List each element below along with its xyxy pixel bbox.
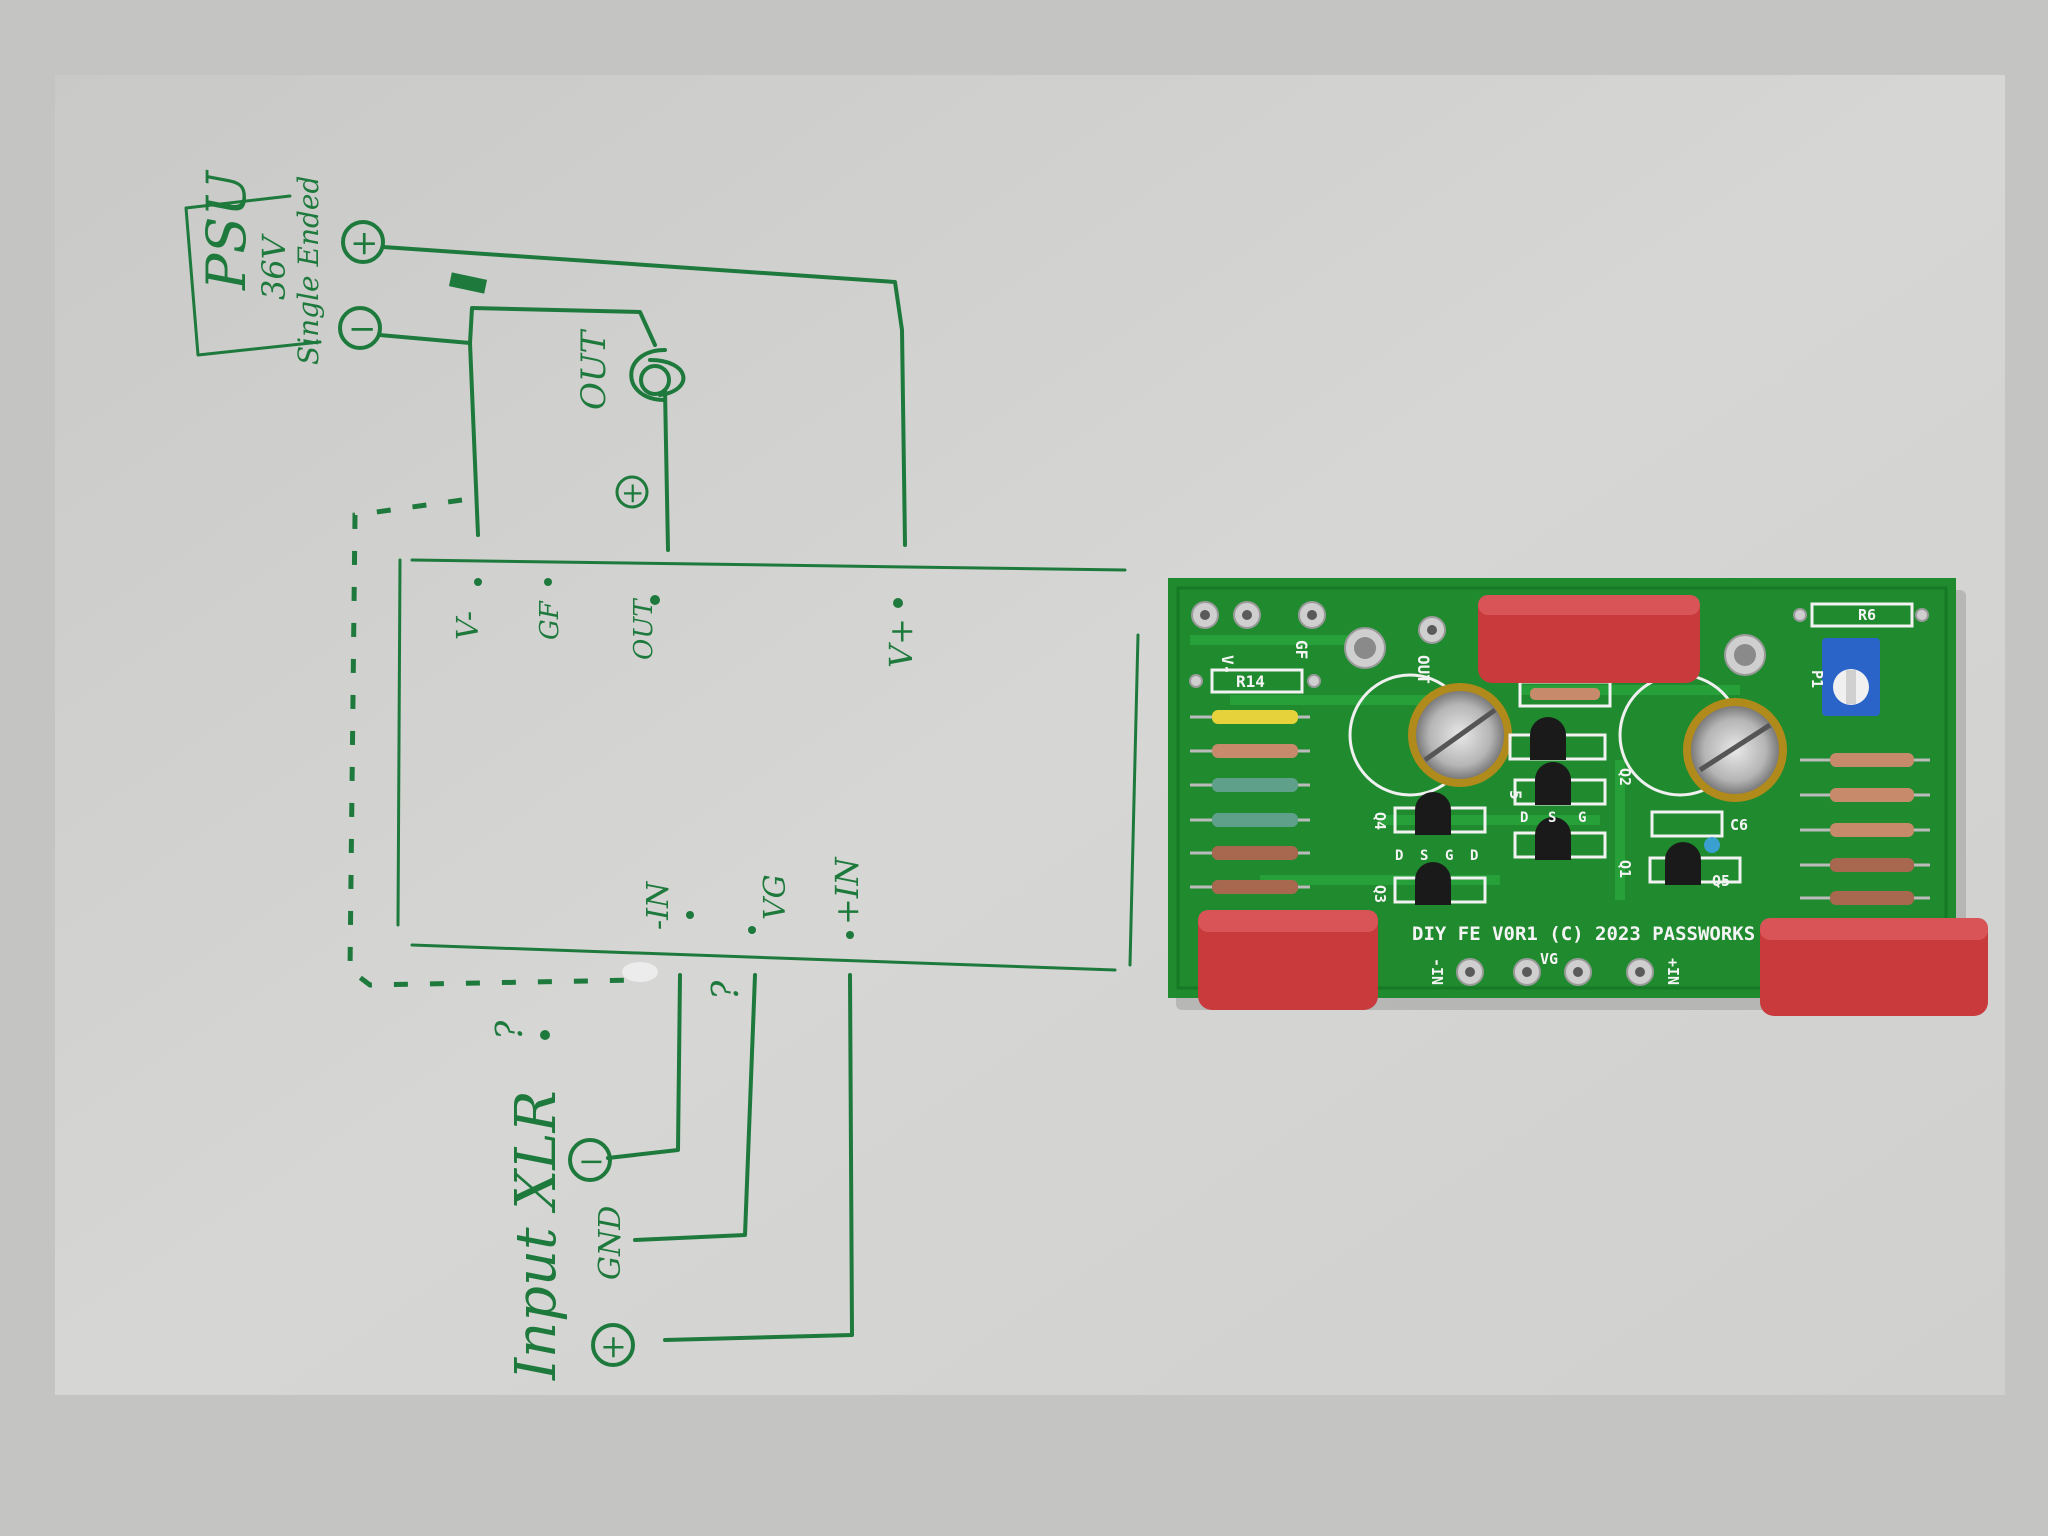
- pad-vg: VG: [1513, 950, 1592, 986]
- svg-text:D: D: [1520, 810, 1528, 826]
- transistor-q4: Q4 D S G D: [1371, 792, 1487, 864]
- svg-text:-IN: -IN: [1428, 958, 1446, 985]
- xlr-gnd: GND: [593, 1206, 628, 1280]
- pad-v-minus: V-: [1191, 601, 1261, 674]
- out-plus-symbol: +: [621, 476, 644, 509]
- svg-text:G: G: [1445, 848, 1453, 864]
- svg-text:Q4: Q4: [1371, 812, 1389, 830]
- film-capacitor-bottom-right: [1760, 918, 1988, 1016]
- svg-text:S: S: [1420, 848, 1428, 864]
- dashed-ground-wire: [347, 497, 641, 988]
- transistor-q3: Q3: [1371, 862, 1487, 905]
- sketch-plus-in: +IN: [828, 857, 866, 925]
- svg-text:Q2: Q2: [1616, 768, 1634, 786]
- electrolytic-capacitor-right: [1618, 673, 1787, 802]
- svg-text:D: D: [1395, 848, 1403, 864]
- pad-gf: GF: [1292, 601, 1326, 659]
- svg-text:D: D: [1470, 848, 1478, 864]
- psu-plus-symbol: +: [350, 223, 379, 263]
- trimmer-pot-p1: P1: [1808, 638, 1880, 716]
- psu-voltage: 36V: [255, 233, 293, 300]
- film-capacitor-bottom-left: [1198, 910, 1378, 1010]
- film-capacitor-top: [1478, 595, 1700, 683]
- question-mark-1: ?: [706, 980, 747, 1000]
- resistor-row-right: [1800, 753, 1930, 905]
- mount-hole-left: [1344, 627, 1386, 669]
- psu-minus-terminal: [338, 306, 382, 350]
- sketch-vg: VG: [758, 874, 793, 920]
- mount-hole-right: [1724, 634, 1766, 676]
- svg-text:+IN: +IN: [1664, 958, 1682, 985]
- svg-text:Q5: Q5: [1712, 872, 1730, 890]
- sketch-minus-in: -IN: [641, 880, 676, 930]
- svg-text:R14: R14: [1236, 672, 1265, 691]
- sketch-out: OUT: [629, 598, 659, 660]
- psu-label: PSU: [195, 170, 258, 291]
- svg-text:S: S: [1548, 810, 1556, 826]
- xlr-plus-terminal: [591, 1323, 635, 1367]
- transistor-q2: Q2: [1508, 717, 1634, 786]
- xlr-minus-symbol: −: [578, 1142, 605, 1180]
- transistor-q1: Q1 G S D: [1513, 762, 1634, 878]
- xlr-plus-symbol: +: [600, 1327, 627, 1365]
- svg-text:P1: P1: [1808, 670, 1826, 688]
- resistor-r14: R14: [1189, 668, 1321, 694]
- hand-sketch: PSU 36V Single Ended + − OUT +: [184, 170, 1140, 1381]
- electrolytic-capacitor-left: 5: [1348, 673, 1525, 800]
- sketch-v-minus: V-: [451, 611, 486, 640]
- svg-text:Q3: Q3: [1371, 885, 1389, 903]
- svg-text:R6: R6: [1858, 606, 1876, 624]
- transistor-q5: Q5: [1648, 842, 1742, 890]
- svg-text:VG: VG: [1540, 950, 1558, 968]
- question-mark-2: ?: [490, 1020, 531, 1040]
- psu-box: [184, 194, 322, 357]
- sketch-board-outline: [396, 558, 1140, 972]
- resistor-row-left: [1190, 710, 1310, 894]
- xlr-title: Input XLR: [504, 1090, 569, 1381]
- out-jack-label: OUT: [574, 328, 614, 410]
- svg-text:G: G: [1578, 810, 1586, 826]
- psu-minus-symbol: −: [348, 309, 377, 349]
- sketch-v-plus: V+: [882, 618, 920, 668]
- pad-minus-in: -IN: [1428, 958, 1484, 986]
- pcb-board: V- GF OUT R14: [1168, 578, 1988, 1016]
- pcb-footer-text: DIY FE V0R1 (C) 2023 PASSWORKS: [1412, 923, 1755, 945]
- svg-text:GF: GF: [1292, 640, 1311, 659]
- resistor-r6: R6: [1793, 602, 1929, 628]
- capacitor-c6: C6: [1650, 810, 1748, 853]
- psu-plus-terminal: [341, 220, 385, 264]
- out-jack: [629, 348, 686, 402]
- sketch-gf: GF: [535, 600, 565, 640]
- svg-text:C6: C6: [1730, 816, 1748, 834]
- psu-type: Single Ended: [292, 176, 325, 365]
- svg-text:Q1: Q1: [1616, 860, 1634, 878]
- xlr-minus-terminal: [568, 1138, 612, 1182]
- pad-plus-in: +IN: [1626, 958, 1682, 986]
